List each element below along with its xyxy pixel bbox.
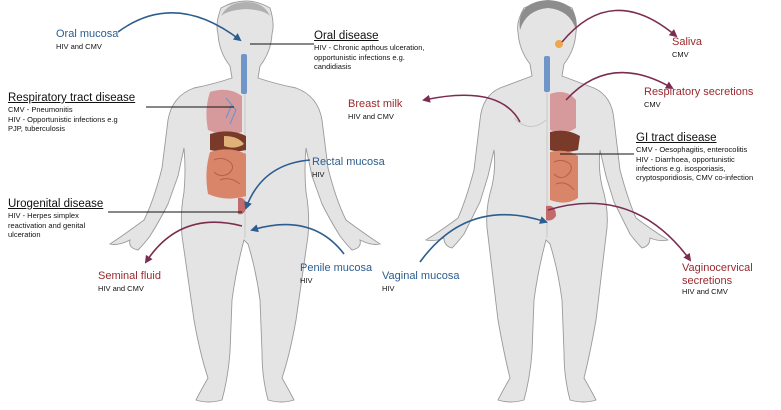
saliva-subtitle: CMV	[672, 50, 689, 60]
seminal-fluid-subtitle: HIV and CMV	[98, 284, 144, 294]
vaginocervical-secretions-label: Vaginocervical secretions HIV and CMV	[682, 262, 753, 297]
respiratory-disease-title: Respiratory tract disease	[8, 92, 136, 104]
oral-mucosa-title: Oral mucosa	[56, 28, 119, 40]
oral-mucosa-label: Oral mucosa HIV and CMV	[56, 24, 118, 52]
rectal-mucosa-label: Rectal mucosa HIV	[312, 152, 385, 180]
respiratory-disease-line: HIV - Opportunistic infections e.g	[8, 114, 118, 124]
saliva-arrow	[561, 9, 678, 43]
breast-milk-subtitle: HIV and CMV	[348, 112, 394, 122]
vaginocervical-secretions-subtitle: HIV and CMV	[682, 287, 728, 297]
gi-disease-line: CMV - Oesophagitis, enterocolitis	[636, 145, 748, 155]
saliva-label: Saliva CMV	[672, 32, 702, 60]
gi-disease-block: GI tract disease CMV - Oesophagitis, ent…	[636, 132, 753, 183]
rectal-mucosa-arrow	[244, 159, 311, 210]
breast-milk-title: Breast milk	[348, 98, 403, 110]
vaginal-mucosa-label: Vaginal mucosa HIV	[382, 266, 459, 294]
respiratory-secretions-label: Respiratory secretions CMV	[644, 82, 753, 110]
penile-mucosa-title: Penile mucosa	[300, 262, 373, 274]
breast-milk-label: Breast milk HIV and CMV	[348, 94, 402, 122]
penile-mucosa-arrow	[250, 223, 345, 255]
seminal-fluid-label: Seminal fluid HIV and CMV	[98, 266, 161, 294]
female-internal-organs	[544, 40, 580, 221]
oral-disease-line: candidiasis	[314, 61, 352, 71]
respiratory-disease-line: PJP, tuberculosis	[8, 123, 65, 133]
vaginocervical-secretions-title-line1: Vaginocervical	[682, 262, 753, 274]
urogenital-disease-title: Urogenital disease	[8, 198, 104, 210]
respiratory-disease-line: CMV - Pneumonitis	[8, 105, 73, 115]
penile-mucosa-label: Penile mucosa HIV	[300, 258, 372, 286]
seminal-fluid-title: Seminal fluid	[98, 270, 161, 282]
male-internal-organs	[206, 54, 247, 215]
oral-mucosa-arrow	[117, 12, 242, 42]
oral-disease-block: Oral disease HIV - Chronic apthous ulcer…	[314, 30, 424, 71]
oral-mucosa-subtitle: HIV and CMV	[56, 42, 102, 52]
rectal-mucosa-subtitle: HIV	[312, 170, 325, 180]
vaginocervical-secretions-title-line2: secretions	[682, 274, 733, 287]
vaginal-mucosa-title: Vaginal mucosa	[382, 270, 460, 282]
respiratory-disease-block: Respiratory tract disease CMV - Pneumoni…	[8, 92, 135, 133]
rectal-mucosa-title: Rectal mucosa	[312, 156, 385, 168]
oral-disease-line: opportunistic infections e.g.	[314, 52, 405, 62]
gi-disease-line: HIV - Diarrhoea, opportunistic	[636, 154, 735, 164]
saliva-title: Saliva	[672, 36, 702, 48]
urogenital-disease-line: HIV - Herpes simplex	[8, 211, 79, 221]
gi-disease-title: GI tract disease	[636, 132, 717, 144]
respiratory-secretions-arrow	[565, 71, 674, 101]
respiratory-secretions-title: Respiratory secretions	[644, 86, 754, 98]
vaginocervical-secretions-arrow	[547, 202, 692, 262]
oral-disease-title: Oral disease	[314, 30, 379, 42]
oral-disease-line: HIV - Chronic apthous ulceration,	[314, 43, 425, 53]
penile-mucosa-subtitle: HIV	[300, 276, 313, 286]
vaginal-mucosa-arrow	[419, 213, 548, 263]
urogenital-disease-line: ulceration	[8, 229, 41, 239]
gi-disease-line: cryptosporidiosis, CMV co-infection	[636, 173, 754, 183]
breast-milk-arrow	[422, 94, 521, 123]
urogenital-disease-block: Urogenital disease HIV - Herpes simplex …	[8, 198, 103, 239]
seminal-fluid-arrow	[144, 221, 243, 264]
urogenital-disease-line: reactivation and genital	[8, 220, 86, 230]
respiratory-secretions-subtitle: CMV	[644, 100, 661, 110]
vaginal-mucosa-subtitle: HIV	[382, 284, 395, 294]
gi-disease-line: infections e.g. isosporiasis,	[636, 163, 726, 173]
